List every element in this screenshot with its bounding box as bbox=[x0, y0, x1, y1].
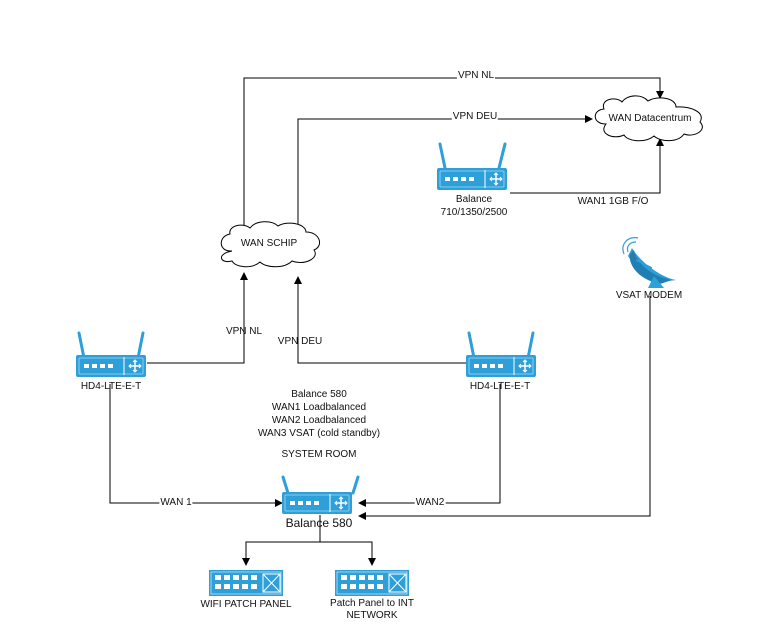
line-vsat bbox=[358, 296, 651, 520]
router-hd4-left bbox=[75, 354, 147, 378]
line-wan2 bbox=[358, 384, 501, 507]
line-vpn-deu-bottom bbox=[294, 276, 468, 364]
label-wan-schip: WAN SCHIP bbox=[240, 238, 298, 249]
connection-lines bbox=[109, 77, 664, 566]
label-wifi-patch-panel: WIFI PATCH PANEL bbox=[200, 599, 292, 610]
patch-panel-wifi bbox=[208, 569, 284, 597]
line-wan1 bbox=[109, 384, 283, 507]
label-vpn-nl-top: VPN NL bbox=[456, 70, 496, 82]
note-line2: WAN1 Loadbalanced bbox=[271, 402, 367, 413]
router-balance-580 bbox=[281, 491, 353, 515]
label-vpn-deu-top: VPN DEU bbox=[451, 111, 499, 123]
router-balance-datacentrum bbox=[436, 167, 508, 191]
note-line1: Balance 580 bbox=[291, 389, 347, 400]
router-hd4-right bbox=[465, 354, 537, 378]
note-line3: WAN2 Loadbalanced bbox=[271, 415, 367, 426]
label-wan-datacentrum: WAN Datacentrum bbox=[608, 113, 692, 124]
line-vpn-nl-top bbox=[243, 77, 664, 228]
patch-panel-int bbox=[334, 569, 410, 597]
label-wan1: WAN 1 bbox=[159, 497, 193, 509]
label-wan1-fo: WAN1 1GB F/O bbox=[577, 196, 649, 207]
label-int-panel-line2: NETWORK bbox=[346, 610, 398, 621]
label-balance-dc-line1: Balance bbox=[455, 194, 493, 205]
label-balance-dc-line2: 710/1350/2500 bbox=[440, 207, 508, 218]
label-hd4-left: HD4-LTE-E-T bbox=[80, 381, 142, 392]
line-to-wifi bbox=[242, 515, 321, 566]
label-vpn-nl-bottom: VPN NL bbox=[225, 326, 263, 337]
label-vpn-deu-bottom: VPN DEU bbox=[277, 336, 323, 347]
label-balance-580: Balance 580 bbox=[285, 516, 353, 530]
note-line4: WAN3 VSAT (cold standby) bbox=[257, 428, 381, 439]
line-wan1-fo bbox=[510, 138, 664, 194]
label-vsat-modem: VSAT MODEM bbox=[615, 290, 683, 301]
cloud-wan-datacentrum bbox=[594, 95, 703, 142]
antenna-group bbox=[77, 142, 535, 495]
line-vpn-nl-bottom bbox=[147, 272, 248, 364]
label-hd4-right: HD4-LTE-E-T bbox=[469, 381, 531, 392]
line-to-int bbox=[320, 541, 376, 566]
label-system-room: SYSTEM ROOM bbox=[281, 449, 357, 460]
cloud-wan-schip bbox=[220, 221, 321, 268]
satellite-dish-icon bbox=[622, 237, 676, 288]
label-int-panel-line1: Patch Panel to INT bbox=[330, 598, 414, 609]
label-wan2: WAN2 bbox=[414, 497, 446, 509]
